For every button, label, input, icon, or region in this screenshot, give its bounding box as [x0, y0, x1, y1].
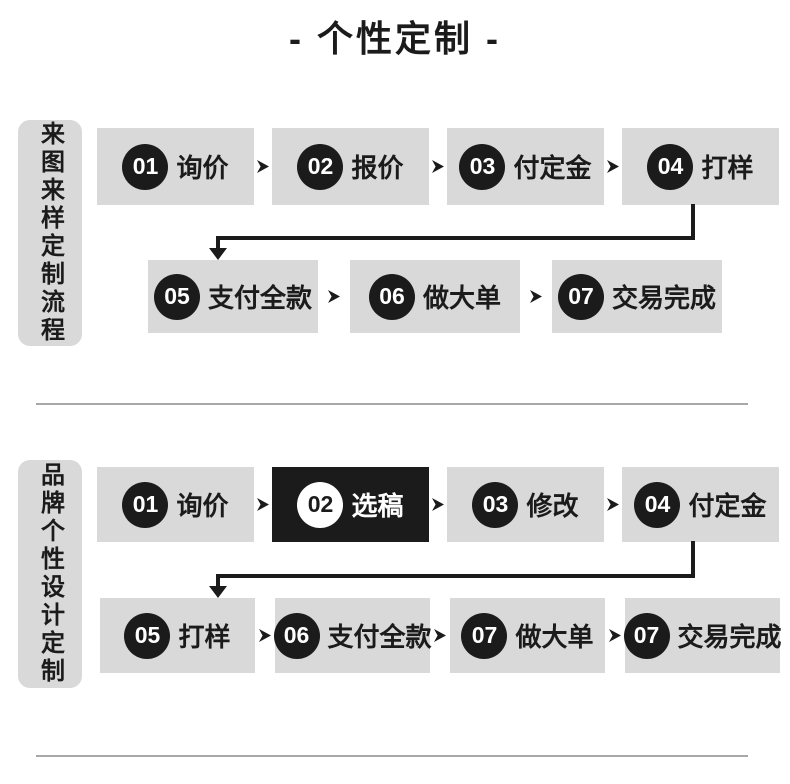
step-box: 03 修改 — [447, 467, 604, 542]
connector-line-horizontal — [216, 236, 695, 240]
connector-line-horizontal — [216, 574, 695, 578]
arrow-right-icon — [328, 290, 340, 303]
arrow-right-icon — [607, 160, 619, 173]
section-label-sample-flow: 来图来样定制流程 — [18, 120, 82, 346]
step-number-badge: 03 — [472, 481, 519, 528]
step-box: 04 付定金 — [622, 467, 779, 542]
step-number-badge: 07 — [557, 273, 604, 320]
step-label: 做大单 — [422, 283, 501, 313]
step-number-badge: 06 — [368, 273, 415, 320]
step-label: 付定金 — [513, 153, 592, 183]
arrow-down-icon — [209, 586, 227, 598]
step-number-badge: 06 — [273, 612, 320, 659]
step-box: 06 支付全款 — [273, 598, 432, 673]
arrow-right-icon — [259, 629, 271, 642]
section-divider — [36, 403, 748, 405]
step-label: 付定金 — [688, 491, 767, 521]
step-box: 02 报价 — [272, 128, 429, 205]
step-label: 交易完成 — [677, 622, 782, 652]
step-number-badge: 04 — [634, 481, 681, 528]
step-label: 打样 — [178, 622, 231, 652]
step-number-badge: 07 — [461, 612, 508, 659]
connector-line-vertical — [216, 574, 220, 586]
arrow-right-icon — [609, 629, 621, 642]
step-box: 06 做大单 — [350, 260, 520, 333]
step-box: 07 交易完成 — [623, 598, 782, 673]
step-number-badge: 04 — [647, 143, 694, 190]
step-number-badge: 01 — [122, 481, 169, 528]
step-label: 询价 — [176, 491, 229, 521]
step-label: 支付全款 — [327, 622, 432, 652]
step-box: 05 支付全款 — [148, 260, 318, 333]
step-label: 交易完成 — [611, 283, 716, 313]
flow-row: 05 打样 06 支付全款 07 做大单 07 交易完成 — [100, 598, 782, 673]
arrow-right-icon — [257, 498, 269, 511]
step-number-badge: 05 — [153, 273, 200, 320]
step-box: 07 做大单 — [450, 598, 605, 673]
step-box: 04 打样 — [622, 128, 779, 205]
arrow-down-icon — [209, 248, 227, 260]
connector-line-vertical — [216, 236, 220, 248]
step-box: 01 询价 — [97, 128, 254, 205]
step-label: 做大单 — [515, 622, 594, 652]
step-number-badge: 03 — [459, 143, 506, 190]
arrow-right-icon — [432, 160, 444, 173]
section-label-brand-design-flow: 品牌个性设计定制 — [18, 460, 82, 688]
step-label: 打样 — [701, 153, 754, 183]
flow-row: 01 询价 02 选稿 03 修改 04 付定金 — [97, 467, 779, 542]
arrow-right-icon — [434, 629, 446, 642]
step-box: 03 付定金 — [447, 128, 604, 205]
connector-line-vertical — [691, 204, 695, 240]
step-label: 修改 — [526, 491, 579, 521]
step-box: 07 交易完成 — [552, 260, 722, 333]
arrow-right-icon — [530, 290, 542, 303]
step-label: 支付全款 — [207, 283, 312, 313]
flow-row: 05 支付全款 06 做大单 07 交易完成 — [148, 260, 722, 333]
step-box: 01 询价 — [97, 467, 254, 542]
bottom-divider — [36, 755, 748, 757]
page-title: - 个性定制 - — [289, 18, 501, 59]
step-number-badge: 02 — [297, 481, 344, 528]
connector-line-vertical — [691, 541, 695, 578]
arrow-right-icon — [607, 498, 619, 511]
step-label: 询价 — [176, 153, 229, 183]
step-box: 05 打样 — [100, 598, 255, 673]
step-number-badge: 01 — [122, 143, 169, 190]
arrow-right-icon — [257, 160, 269, 173]
step-number-badge: 05 — [124, 612, 171, 659]
flow-row: 01 询价 02 报价 03 付定金 04 打样 — [97, 128, 779, 205]
step-box: 02 选稿 — [272, 467, 429, 542]
step-number-badge: 02 — [297, 143, 344, 190]
arrow-right-icon — [432, 498, 444, 511]
step-label: 报价 — [351, 153, 404, 183]
step-label: 选稿 — [351, 491, 404, 521]
step-number-badge: 07 — [623, 612, 670, 659]
